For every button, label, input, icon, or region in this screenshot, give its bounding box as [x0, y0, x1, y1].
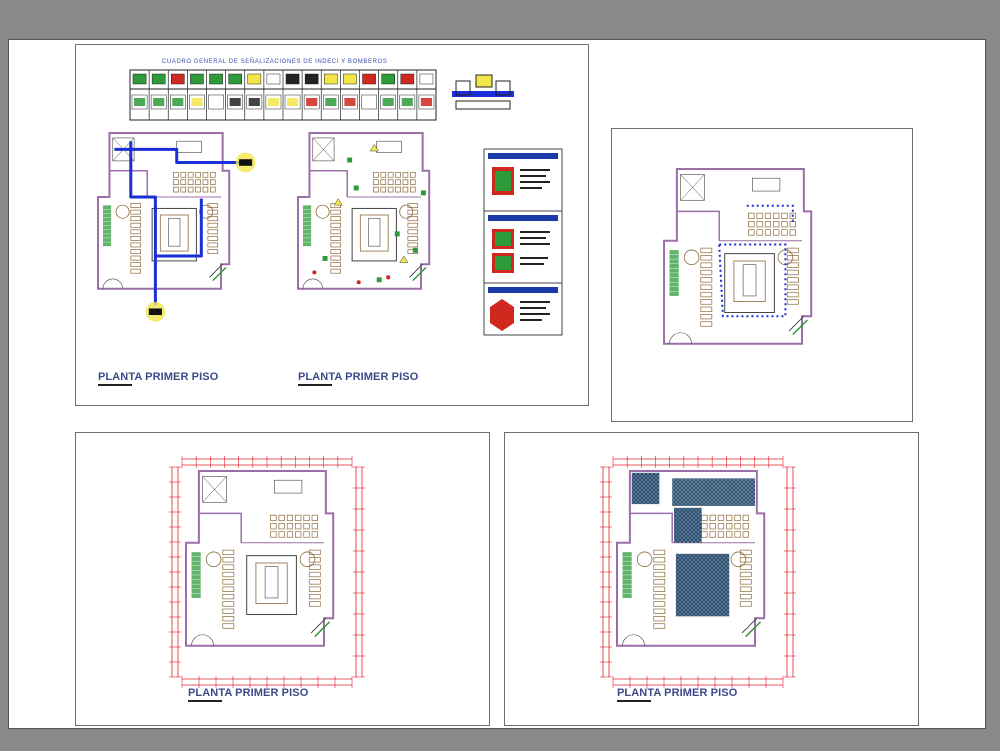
- sheet-signage[interactable]: CUADRO GENERAL DE SEÑALIZACIONES DE INDE…: [75, 44, 589, 406]
- sheet-dimensions[interactable]: PLANTA PRIMER PISO: [75, 432, 490, 726]
- sheet-finishes-drawing: [600, 456, 796, 688]
- sheet-signage-drawing: [97, 69, 563, 336]
- signage-legend-table: [129, 69, 437, 121]
- sheet-evacuation[interactable]: [611, 128, 913, 422]
- sheet-dimensions-drawing: [169, 456, 365, 688]
- drawing-canvas: CUADRO GENERAL DE SEÑALIZACIONES DE INDE…: [8, 39, 986, 729]
- sheet-finishes[interactable]: PLANTA PRIMER PISO: [504, 432, 919, 726]
- detail-icon: [452, 74, 514, 110]
- plan-title: PLANTA PRIMER PISO: [617, 687, 738, 702]
- signage-side-panels: [483, 148, 563, 336]
- plan-title: PLANTA PRIMER PISO: [188, 687, 309, 702]
- sheet-evacuation-drawing: [663, 168, 813, 345]
- legend-caption: CUADRO GENERAL DE SEÑALIZACIONES DE INDE…: [162, 59, 388, 65]
- plan-title: PLANTA PRIMER PISO: [98, 371, 219, 386]
- plan-title: PLANTA PRIMER PISO: [298, 371, 419, 386]
